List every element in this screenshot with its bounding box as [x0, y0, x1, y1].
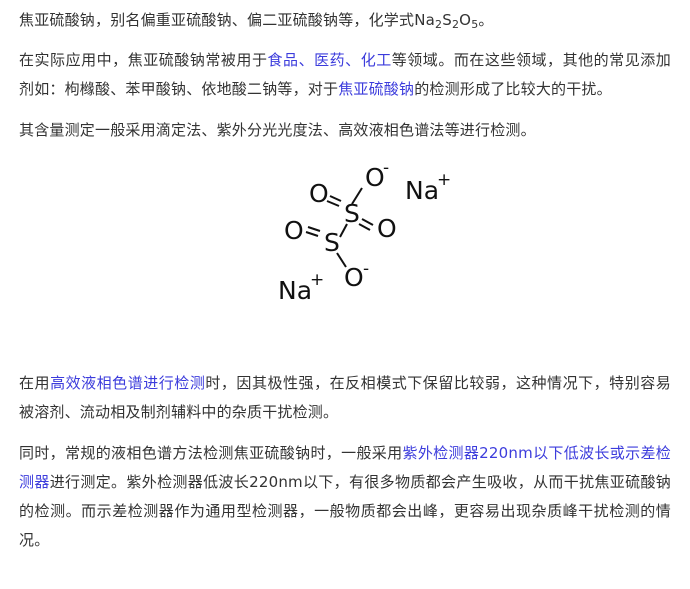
charge-o-bottom: -: [363, 259, 369, 279]
double-bond-o-s-b: [326, 200, 340, 207]
text-segment: 等领域。而在这些领域，其他的常见添加剂如：枸橼酸、苯甲酸钠、依地酸二钠等，对于: [19, 51, 671, 98]
link-food[interactable]: 食品: [267, 51, 299, 69]
text-segment: 的检测形成了比较大的干扰。: [414, 80, 612, 98]
double-bond-s-o-right-b: [358, 223, 371, 231]
double-bond-o-s2-b: [305, 231, 319, 237]
link-uv-ri-detector[interactable]: 紫外检测器220nm以下低波长或示差检测器: [19, 444, 671, 491]
text-segment: 同时，常规的液相色谱方法检测焦亚硫酸钠时，一般采用: [19, 444, 403, 462]
text-segment: 、: [298, 51, 315, 69]
text-segment: 、: [345, 51, 361, 69]
link-sodium-metabisulfite[interactable]: 焦亚硫酸钠: [338, 80, 415, 98]
sodium-metabisulfite-structure-diagram: O - Na + O S O O S O - Na +: [278, 161, 451, 305]
paragraph-detectors: 同时，常规的液相色谱方法检测焦亚硫酸钠时，一般采用紫外检测器220nm以下低波长…: [19, 439, 671, 555]
formula-s: S: [442, 11, 452, 29]
link-chemical-industry[interactable]: 化工: [360, 51, 392, 69]
formula-o-subscript: 5: [471, 18, 479, 31]
formula-s-subscript: 2: [451, 18, 460, 31]
atom-na-top: Na: [405, 176, 439, 205]
formula-na-subscript: 2: [435, 18, 443, 31]
text-segment: 在实际应用中，焦亚硫酸钠常被用于: [19, 51, 268, 69]
link-medicine[interactable]: 医药: [314, 51, 346, 69]
charge-o-top: -: [383, 161, 389, 178]
intro-end: 。: [478, 11, 494, 29]
atom-o-top: O: [365, 163, 385, 192]
atom-o-double-right: O: [377, 214, 397, 243]
structure-figure: O - Na + O S O O S O - Na +: [19, 145, 671, 369]
paragraph-intro: 焦亚硫酸钠，别名偏重亚硫酸钠、偏二亚硫酸钠等，化学式Na2S2O5。: [19, 6, 671, 35]
double-bond-o-s2-a: [307, 226, 321, 232]
text-segment: 在用: [19, 374, 51, 392]
atom-o-bottom: O: [344, 263, 364, 292]
link-hplc-detection[interactable]: 高效液相色谱进行检测: [50, 374, 206, 392]
bonds: [305, 187, 374, 268]
double-bond-o-s-a: [329, 195, 342, 202]
atom-o-double-left: O: [284, 216, 304, 245]
chemical-formula: Na2S2O5: [414, 11, 479, 31]
intro-text: 焦亚硫酸钠，别名偏重亚硫酸钠、偏二亚硫酸钠等，化学式: [19, 11, 415, 29]
formula-o: O: [459, 11, 472, 29]
bond-s-s: [339, 223, 348, 238]
atom-o-double-top: O: [309, 179, 329, 208]
atom-na-bottom: Na: [278, 276, 312, 305]
double-bond-s-o-right-a: [361, 218, 374, 226]
paragraph-methods: 其含量测定一般采用滴定法、紫外分光光度法、高效液相色谱法等进行检测。: [19, 121, 536, 139]
bond-s-o-top: [351, 187, 363, 205]
charge-na-bottom: +: [310, 270, 324, 290]
paragraph-hplc: 在用高效液相色谱进行检测时，因其极性强，在反相模式下保留比较弱，这种情况下，特别…: [19, 369, 671, 427]
article-body: 焦亚硫酸钠，别名偏重亚硫酸钠、偏二亚硫酸钠等，化学式Na2S2O5。 在实际应用…: [19, 6, 671, 555]
formula-na: Na: [414, 11, 436, 29]
text-segment: 时，因其极性强，在反相模式下保留比较弱，这种情况下，特别容易被溶剂、流动相及制剂…: [19, 374, 671, 421]
atom-s-bottom: S: [324, 228, 340, 257]
charge-na-top: +: [437, 170, 451, 190]
atom-s-top: S: [344, 199, 360, 228]
bond-s-o-bottom: [336, 252, 347, 268]
text-segment: 进行测定。紫外检测器低波长220nm以下，有很多物质都会产生吸收，从而干扰焦亚硫…: [19, 473, 671, 549]
paragraph-applications: 在实际应用中，焦亚硫酸钠常被用于食品、医药、化工等领域。而在这些领域，其他的常见…: [19, 46, 671, 104]
